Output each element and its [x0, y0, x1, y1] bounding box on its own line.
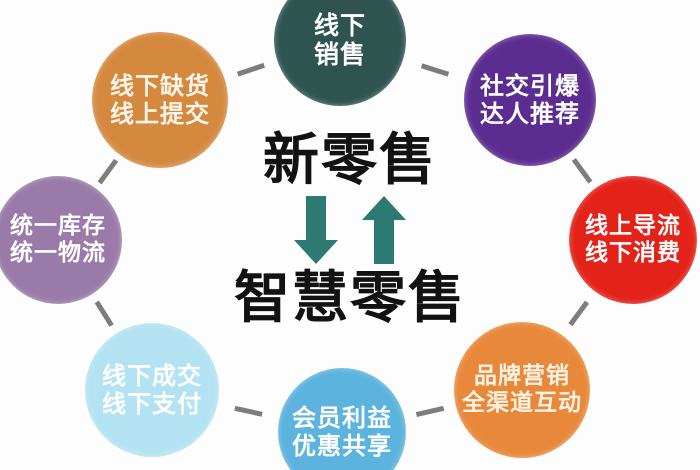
node-label-line2: 优惠共享 — [292, 432, 392, 460]
down-arrow — [294, 196, 338, 264]
node-member-benefit[interactable]: 会员利益优惠共享 — [278, 368, 406, 470]
node-label-line1: 线下缺货 — [110, 71, 210, 100]
node-label-line1: 线上导流 — [585, 212, 681, 239]
center-concept-block: 新零售 智慧零售 — [205, 130, 495, 340]
center-title-bottom: 智慧零售 — [234, 266, 466, 331]
node-label-line1: 线下成交 — [102, 361, 202, 390]
node-label-line1: 社交引爆 — [480, 71, 580, 100]
up-arrow — [362, 196, 406, 264]
node-offline-sales[interactable]: 线下销售 — [274, 0, 406, 106]
node-label-line1: 统一库存 — [10, 212, 106, 239]
center-title-top: 新零售 — [263, 128, 437, 193]
connector-offline-payment-to-unified-inventory — [94, 300, 114, 327]
node-label-line2: 统一物流 — [10, 240, 106, 266]
node-label-line1: 线下 — [313, 10, 366, 40]
connector-offline-sales-to-social-viral — [420, 63, 450, 77]
connector-brand-marketing-to-member-benefit — [415, 405, 445, 418]
node-label-line2: 线下消费 — [585, 240, 681, 266]
transition-arrows — [294, 196, 406, 264]
node-label-line1: 会员利益 — [292, 403, 392, 432]
node-social-viral[interactable]: 社交引爆达人推荐 — [464, 34, 596, 166]
connector-member-benefit-to-offline-payment — [234, 405, 263, 417]
node-unified-inventory[interactable]: 统一库存统一物流 — [0, 176, 122, 304]
connector-online-traffic-to-brand-marketing — [568, 300, 590, 327]
node-label-line2: 线上提交 — [110, 100, 210, 128]
node-brand-marketing[interactable]: 品牌营销全渠道互动 — [454, 322, 590, 458]
node-label-line2: 全渠道互动 — [462, 390, 582, 416]
connector-unified-inventory-to-offline-stockout — [97, 158, 119, 185]
node-label-line2: 销售 — [313, 40, 366, 69]
node-label-line2: 线下支付 — [102, 390, 202, 418]
connector-social-viral-to-online-traffic — [571, 158, 593, 184]
node-label-line1: 品牌营销 — [474, 362, 570, 389]
node-offline-stockout[interactable]: 线下缺货线上提交 — [92, 32, 228, 168]
node-label-line2: 达人推荐 — [480, 100, 580, 128]
node-offline-payment[interactable]: 线下成交线下支付 — [85, 323, 219, 457]
connector-offline-stockout-to-offline-sales — [236, 62, 265, 77]
node-online-traffic[interactable]: 线上导流线下消费 — [569, 176, 697, 304]
